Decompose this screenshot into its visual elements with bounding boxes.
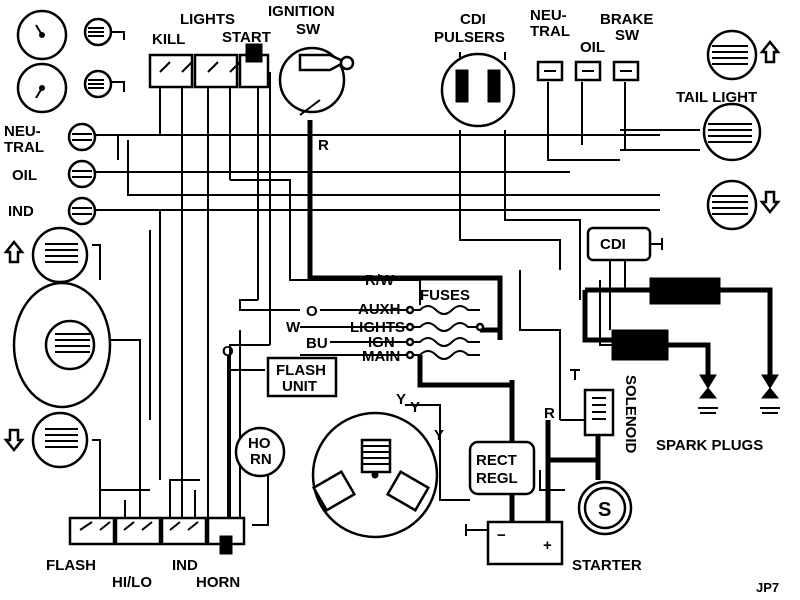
headlight-icon	[12, 281, 112, 409]
tail-light-icon	[702, 102, 762, 162]
ind-lamp-icon	[67, 196, 97, 226]
label-oil-sw: OIL	[580, 39, 605, 56]
hilo-switch-icon	[114, 516, 162, 546]
label-flash-sw: FLASH	[46, 557, 96, 574]
spark-plug-2-icon	[760, 374, 780, 414]
fuse-block-icon	[405, 305, 485, 360]
label-oil-lamp: OIL	[12, 167, 37, 184]
label-fuse-main: MAIN	[362, 348, 400, 365]
battery-icon	[465, 520, 564, 566]
label-brake-sw: SW	[615, 27, 640, 44]
label-wire-r2: R	[544, 405, 555, 422]
cdi-pulsers-icon	[440, 52, 516, 128]
label-start: START	[222, 29, 271, 46]
rectifier-regulator-box	[468, 440, 536, 496]
wiring-harness	[92, 31, 700, 526]
label-pulsers: PULSERS	[434, 29, 505, 46]
label-horn-1: HO	[248, 435, 271, 452]
neutral-switch-icon	[536, 60, 564, 82]
tachometer-lamp-icon	[83, 69, 113, 99]
label-neutral-lamp-2: TRAL	[4, 139, 44, 156]
label-wire-w: W	[286, 319, 301, 336]
brake-switch-icon	[612, 60, 640, 82]
label-lights: LIGHTS	[180, 11, 235, 28]
label-neutral-sw-2: TRAL	[530, 23, 570, 40]
horn-icon	[234, 426, 286, 478]
front-right-turn-signal-icon	[3, 226, 89, 284]
label-wire-y2: Y	[410, 399, 420, 416]
speedometer-lamp-icon	[83, 17, 113, 47]
label-starter-s: S	[598, 499, 611, 521]
oil-lamp-icon	[67, 159, 97, 189]
rear-right-turn-signal-icon	[706, 29, 781, 81]
label-solenoid: SOLENOID	[622, 375, 639, 454]
label-ind-lamp: IND	[8, 203, 34, 220]
label-fuse-ign: IGN	[368, 334, 395, 351]
speedometer-gauge	[16, 9, 68, 61]
label-flash-unit-2: UNIT	[282, 378, 317, 395]
label-spark-plugs: SPARK PLUGS	[656, 437, 763, 454]
main-power-wires	[307, 120, 773, 540]
label-wire-r: R	[318, 137, 329, 154]
horn-button-icon	[206, 516, 246, 555]
label-fuse-lights: LIGHTS	[350, 319, 405, 336]
label-wire-y1: Y	[396, 391, 406, 408]
label-wire-o2: O	[222, 343, 234, 360]
label-horn-sw: HORN	[196, 574, 240, 591]
label-brake: BRAKE	[600, 11, 653, 28]
start-button-icon	[238, 43, 270, 89]
lights-switch-icon	[193, 53, 241, 89]
label-wire-rw: R/W	[365, 272, 395, 289]
label-battery-plus: +	[543, 537, 552, 554]
starter-solenoid-icon	[570, 369, 615, 437]
flash-unit-box	[266, 356, 338, 398]
label-fuse-auxh: AUXH	[358, 301, 401, 318]
label-rect-2: REGL	[476, 470, 518, 487]
label-kill: KILL	[152, 31, 185, 48]
starter-motor-icon	[577, 480, 633, 536]
label-ind-sw: IND	[172, 557, 198, 574]
label-jp7: JP7	[756, 580, 779, 595]
label-neutral-lamp-1: NEU-	[4, 123, 41, 140]
ignition-coil-2-icon	[611, 329, 669, 361]
label-ignition-sw: SW	[296, 21, 321, 38]
front-left-turn-signal-icon	[3, 411, 89, 469]
label-rect-1: RECT	[476, 452, 517, 469]
label-wire-y3: Y	[434, 427, 444, 444]
label-hilo-sw: HI/LO	[112, 574, 152, 591]
label-cdi-top: CDI	[460, 11, 486, 28]
label-neutral-sw-1: NEU-	[530, 7, 567, 24]
label-fuses: FUSES	[420, 287, 470, 304]
kill-switch-icon	[148, 53, 194, 89]
tachometer-gauge	[16, 62, 68, 114]
rear-left-turn-signal-icon	[706, 179, 781, 231]
ignition-switch-icon	[278, 46, 355, 116]
ignition-coil-1-icon	[649, 277, 721, 305]
label-starter: STARTER	[572, 557, 642, 574]
alternator-stator-icon	[311, 411, 439, 539]
label-wire-bu: BU	[306, 335, 328, 352]
cdi-unit-box	[586, 226, 663, 262]
label-wire-o: O	[306, 303, 318, 320]
label-horn-2: RN	[250, 451, 272, 468]
oil-switch-icon	[574, 60, 602, 82]
neutral-lamp-icon	[67, 122, 97, 152]
diagram-labels: LIGHTS IGNITION SW KILL START CDI PULSER…	[4, 3, 779, 595]
label-battery-minus: −	[497, 527, 506, 544]
spark-plug-1-icon	[698, 374, 718, 414]
label-tail-light: TAIL LIGHT	[676, 89, 757, 106]
ind-switch-icon	[160, 516, 208, 546]
label-cdi-unit: CDI	[600, 236, 626, 253]
flash-switch-icon	[68, 516, 116, 546]
label-ignition: IGNITION	[268, 3, 335, 20]
label-flash-unit-1: FLASH	[276, 362, 326, 379]
